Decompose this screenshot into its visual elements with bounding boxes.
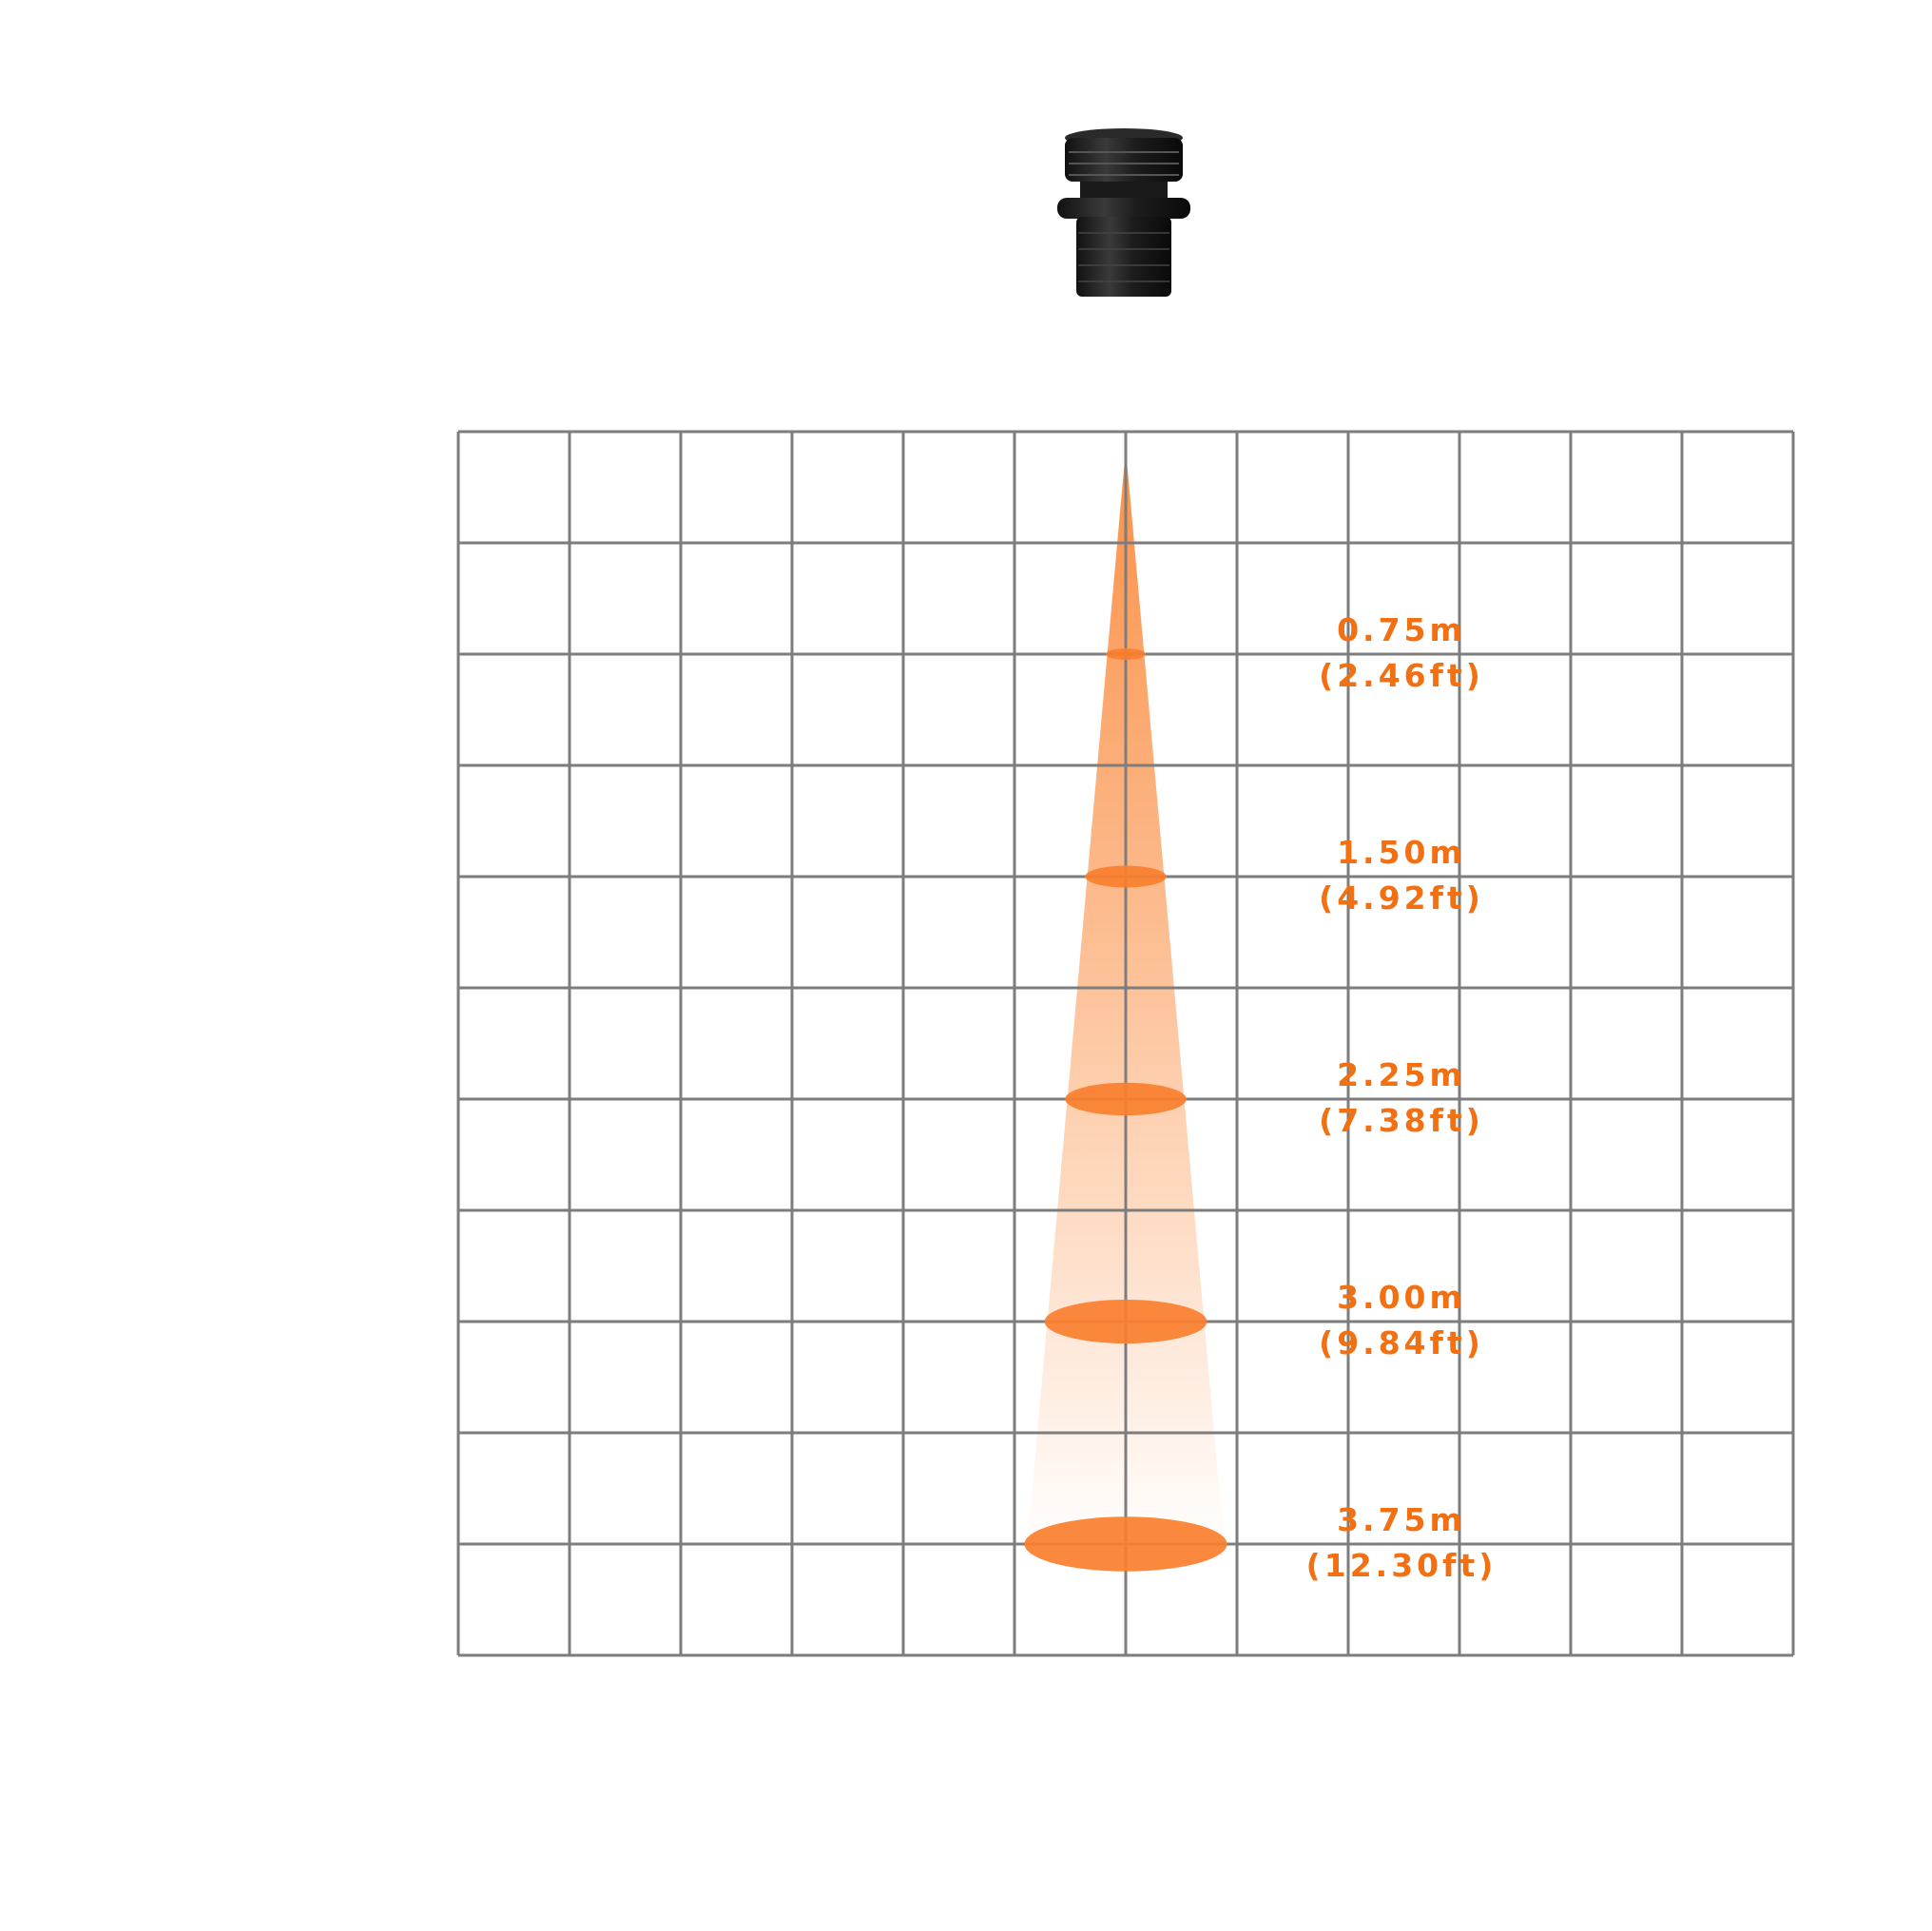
distance-feet-label: (7.38ft): [1319, 1102, 1484, 1139]
distance-feet-label: (9.84ft): [1319, 1324, 1484, 1361]
grid: [456, 430, 1795, 1657]
lens-mount-icon: [1057, 128, 1190, 297]
spot-ellipse: [1024, 1516, 1227, 1572]
distance-meters-label: 1.50m: [1337, 834, 1466, 871]
distance-meters-label: 3.00m: [1337, 1279, 1466, 1316]
distance-meters-label: 0.75m: [1337, 611, 1466, 648]
spot-ellipse: [1085, 865, 1167, 888]
distance-feet-label: (2.46ft): [1319, 657, 1484, 694]
spot-ellipse: [1044, 1299, 1208, 1344]
spot-ellipse: [1065, 1082, 1187, 1116]
spot-ellipse: [1105, 648, 1147, 660]
distance-feet-label: (12.30ft): [1306, 1547, 1497, 1584]
distance-markers: 0.75m (2.46ft) 1.50m (4.92ft) 2.25m (7.38ft) 3…: [1024, 611, 1497, 1584]
distance-meters-label: 3.75m: [1337, 1501, 1466, 1538]
distance-meters-label: 2.25m: [1337, 1056, 1466, 1093]
distance-feet-label: (4.92ft): [1319, 879, 1484, 917]
